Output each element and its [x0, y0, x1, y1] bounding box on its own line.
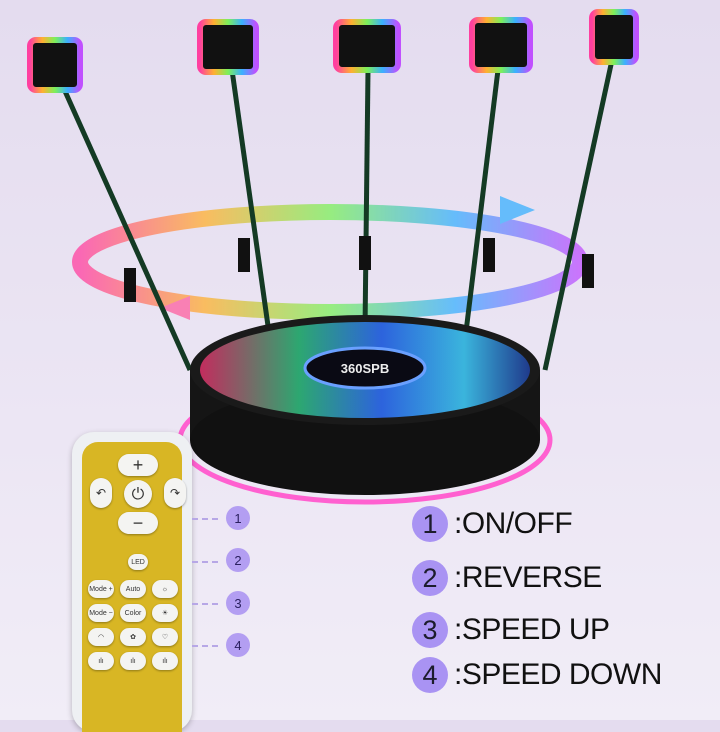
legend-item: 1:ON/OFF	[412, 506, 573, 542]
music-button-2[interactable]: ılı	[120, 652, 146, 670]
legend-number: 3	[412, 612, 448, 648]
callout-line	[192, 645, 218, 647]
plus-button[interactable]: +	[118, 454, 158, 476]
legend-number: 4	[412, 657, 448, 693]
callout-badge: 2	[226, 548, 250, 572]
brightness-down-button[interactable]: ☀	[152, 604, 178, 622]
product-logo: 360SPB	[341, 361, 389, 376]
legend-item: 2:REVERSE	[412, 560, 602, 596]
legend-label: :SPEED DOWN	[454, 658, 662, 691]
callout-line	[192, 561, 218, 563]
reverse-right-button[interactable]: ↷	[164, 478, 186, 508]
legend-item: 4:SPEED DOWN	[412, 657, 662, 693]
callout-badge: 3	[226, 591, 250, 615]
callout-line	[192, 603, 218, 605]
flower-button[interactable]: ✿	[120, 628, 146, 646]
ring-lights	[27, 9, 639, 93]
minus-button[interactable]: −	[118, 512, 158, 534]
heart-button[interactable]: ♡	[152, 628, 178, 646]
brightness-up-button[interactable]: ☼	[152, 580, 178, 598]
callout-line	[192, 518, 218, 520]
platform: 360SPB	[177, 315, 553, 505]
legend-number: 1	[412, 506, 448, 542]
rainbow-button[interactable]: ◠	[88, 628, 114, 646]
callout-badge: 4	[226, 633, 250, 657]
legend-label: :SPEED UP	[454, 613, 610, 646]
mode-minus-button[interactable]: Mode −	[88, 604, 114, 622]
auto-button[interactable]: Auto	[120, 580, 146, 598]
legend-label: :ON/OFF	[454, 507, 573, 540]
light-poles	[57, 59, 615, 372]
power-button[interactable]: ⏻	[124, 480, 152, 508]
color-button[interactable]: Color	[120, 604, 146, 622]
mode-plus-button[interactable]: Mode +	[88, 580, 114, 598]
legend-item: 3:SPEED UP	[412, 612, 610, 648]
music-button-3[interactable]: ılı	[152, 652, 178, 670]
rotation-arrow	[72, 196, 588, 320]
remote-control: + ↶ ⏻ ↷ − LED Mode + Auto ☼ Mode − Color…	[72, 432, 192, 732]
legend-number: 2	[412, 560, 448, 596]
reverse-left-button[interactable]: ↶	[90, 478, 112, 508]
callout-badge: 1	[226, 506, 250, 530]
music-button-1[interactable]: ılı	[88, 652, 114, 670]
legend-label: :REVERSE	[454, 561, 602, 594]
led-button[interactable]: LED	[128, 554, 148, 570]
